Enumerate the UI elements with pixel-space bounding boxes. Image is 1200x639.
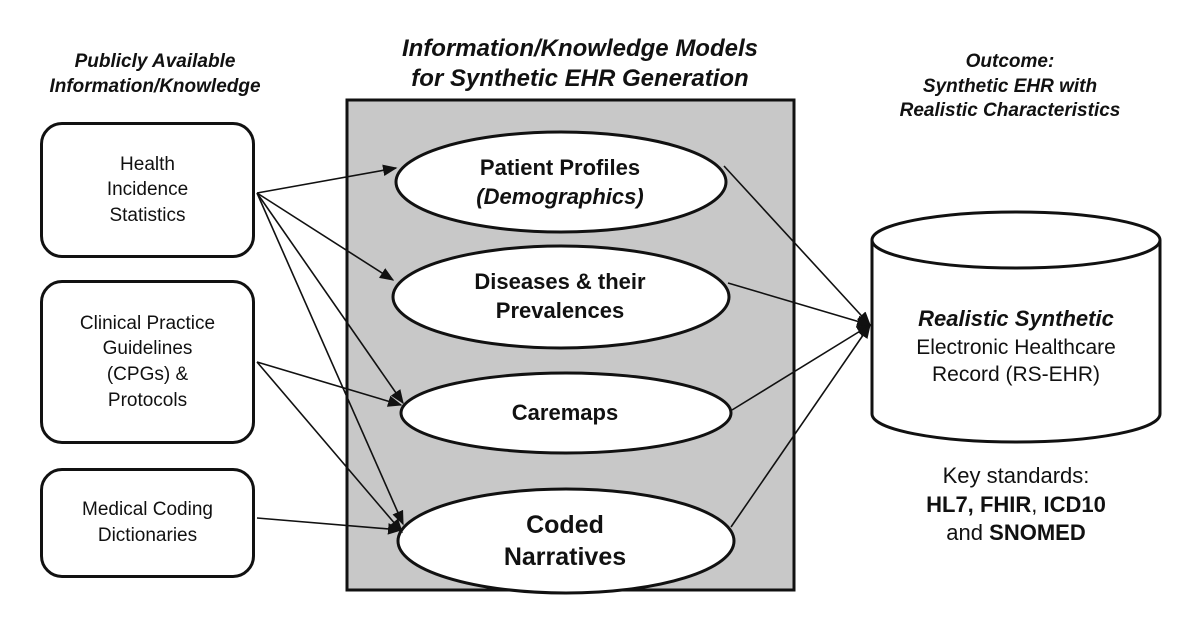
standards-comma: , [1031, 491, 1038, 517]
model-diseases-line-1: Diseases & their [474, 269, 646, 295]
oval-diseases [391, 244, 731, 350]
standard-fhir: FHIR [979, 491, 1032, 517]
model-coded-narratives: Coded Narratives [400, 487, 730, 595]
arrow-caremaps-ehr [731, 324, 872, 411]
model-patient-line-1: Patient Profiles [479, 155, 641, 181]
arrow-coding-coded [256, 517, 403, 535]
model-diseases-line-2: Prevalences [495, 298, 625, 323]
arrow-diseases-ehr [727, 282, 872, 327]
source-health-line-3: Statistics [109, 204, 186, 226]
ehr-line-2: Electronic Healthcare [916, 335, 1116, 359]
standard-snomed: SNOMED [989, 520, 1086, 546]
ehr-database-cylinder [870, 210, 1162, 444]
oval-caremaps [399, 371, 733, 455]
header-outcome: Outcome: Synthetic EHR with Realistic Ch… [860, 50, 1160, 124]
oval-coded-narratives [396, 487, 736, 595]
source-cpg-line-4: Protocols [107, 389, 188, 411]
source-cpg-line-3: (CPGs) & [106, 364, 189, 385]
source-health-incidence-statistics: Health Incidence Statistics [40, 122, 255, 258]
source-health-line-1: Health [120, 153, 175, 175]
outcome-arrows [723, 165, 872, 528]
model-caremaps-label: Caremaps [511, 399, 619, 425]
ehr-outcome-label: Realistic Synthetic Electronic Healthcar… [872, 305, 1160, 388]
arrow-cpg-coded [256, 361, 403, 534]
header-right-line-3: Realistic Characteristics [899, 100, 1121, 122]
standards-and: and [946, 520, 984, 546]
arrow-health-caremaps [256, 192, 404, 405]
header-right-line-2: Synthetic EHR with [922, 75, 1098, 97]
model-patient-line-2: (Demographics) [476, 184, 644, 209]
source-cpg-line-2: Guidelines [102, 338, 193, 360]
header-public-information: Publicly Available Information/Knowledge [20, 50, 290, 99]
header-knowledge-models: Information/Knowledge Models for Synthet… [345, 34, 815, 94]
header-left-line-2: Information/Knowledge [49, 75, 261, 97]
model-diseases-prevalences: Diseases & their Prevalences [395, 245, 725, 349]
source-cpg-line-1: Clinical Practice [79, 312, 216, 334]
arrow-health-diseases [256, 192, 395, 281]
source-medical-coding-dictionaries: Medical Coding Dictionaries [40, 468, 255, 578]
arrow-health-coded [256, 192, 404, 526]
source-coding-line-2: Dictionaries [97, 525, 198, 546]
arrow-coded-ehr [730, 323, 871, 528]
model-coded-line-2: Narratives [503, 543, 627, 571]
source-arrows [256, 164, 404, 535]
arrow-patient-ehr [723, 165, 871, 327]
standards-heading: Key standards: [942, 463, 1090, 488]
header-right-line-1: Outcome: [965, 51, 1055, 72]
ehr-line-3: Record (RS-EHR) [931, 362, 1101, 386]
header-mid-line-1: Information/Knowledge Models [401, 35, 758, 62]
arrow-cpg-caremaps [256, 361, 403, 407]
key-standards: Key standards: HL7, FHIR, ICD10 and SNOM… [872, 462, 1160, 548]
ehr-title: Realistic Synthetic [918, 306, 1114, 331]
standard-hl7: HL7, [926, 491, 974, 517]
header-mid-line-2: for Synthetic EHR Generation [411, 65, 749, 92]
header-left-line-1: Publicly Available [74, 51, 236, 72]
source-clinical-practice-guidelines: Clinical Practice Guidelines (CPGs) & Pr… [40, 280, 255, 444]
standards-last-line: and SNOMED [872, 519, 1160, 548]
model-patient-profiles: Patient Profiles (Demographics) [395, 133, 725, 233]
source-coding-line-1: Medical Coding [82, 499, 213, 521]
standard-icd10: ICD10 [1043, 491, 1106, 517]
model-caremaps: Caremaps [400, 372, 730, 454]
source-health-line-2: Incidence [106, 179, 189, 201]
standards-list-line: HL7, FHIR, ICD10 [872, 491, 1160, 520]
model-coded-line-1: Coded [526, 510, 604, 539]
oval-patient-profiles [394, 130, 728, 234]
arrow-health-patient [256, 164, 398, 194]
